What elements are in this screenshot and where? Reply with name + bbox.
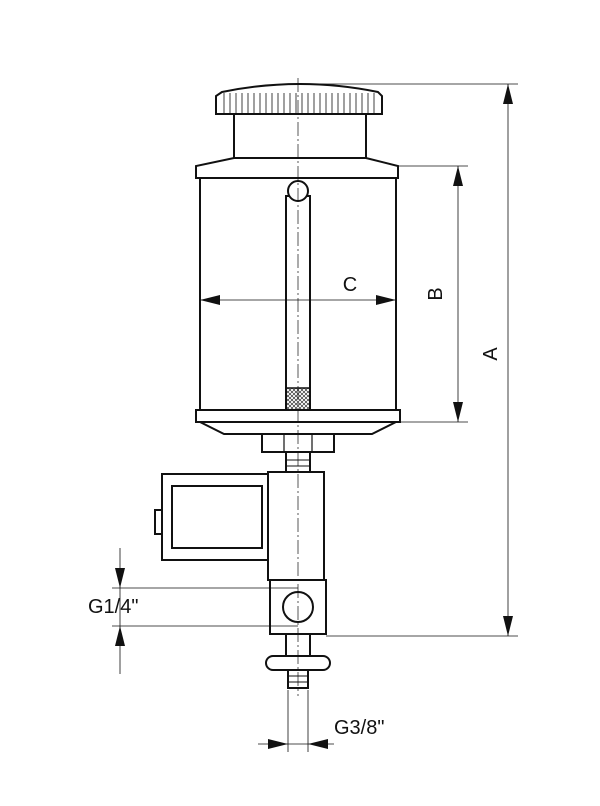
bottom-flange — [195, 409, 401, 435]
outlet-thread-label: G3/8" — [334, 717, 384, 739]
dimension-c — [200, 295, 396, 305]
dimension-a — [305, 83, 518, 637]
outlet-thread-dimension — [258, 690, 334, 752]
inlet-thread-dimension — [112, 548, 298, 674]
dimension-b-label: B — [425, 287, 447, 300]
top-flange — [195, 157, 399, 179]
inlet-thread-label: G1/4" — [88, 596, 138, 618]
dimension-b — [398, 165, 468, 423]
knurled-cap — [215, 83, 383, 159]
solenoid-coil — [154, 471, 325, 581]
dimension-c-label: C — [343, 274, 357, 296]
dimension-a-label: A — [480, 347, 502, 361]
